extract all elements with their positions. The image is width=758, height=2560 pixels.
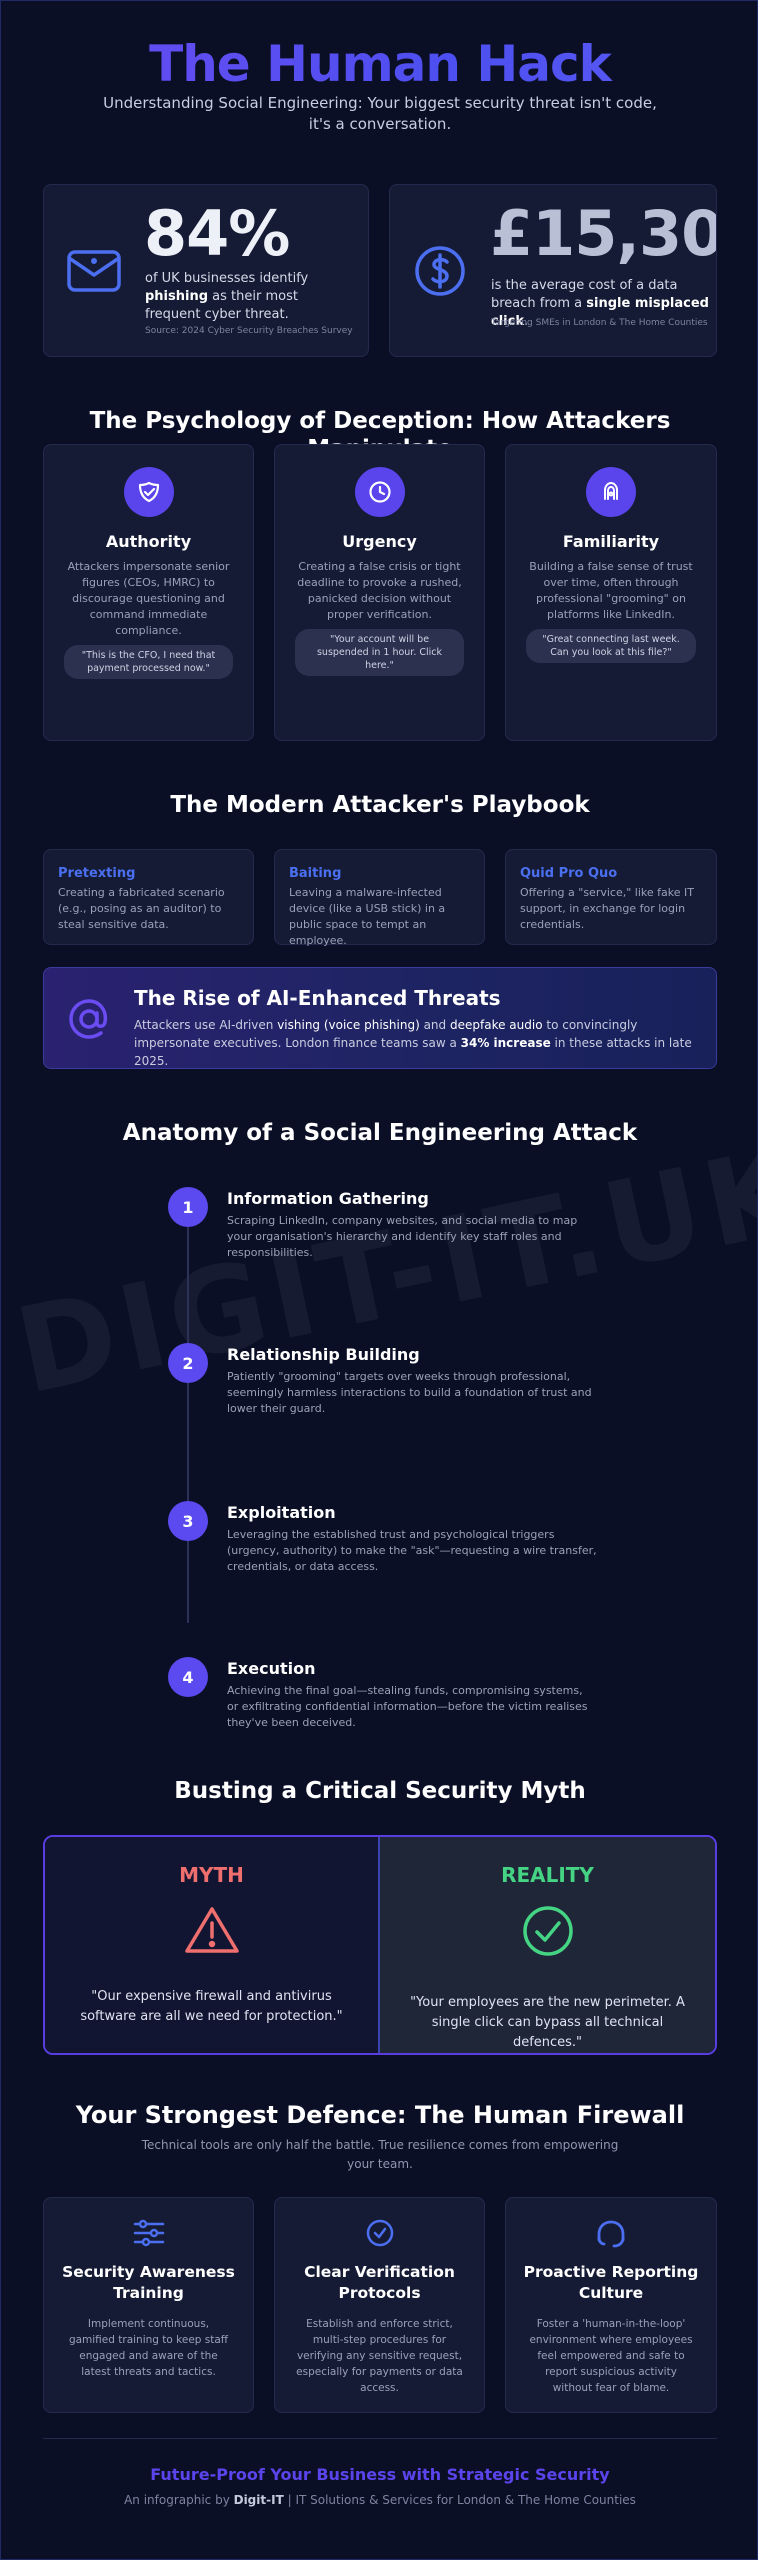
psychology-card-quote: "Your account will be suspended in 1 hou… <box>295 629 464 676</box>
headset-icon <box>594 2218 628 2254</box>
stat-card-breach-cost: £15,300 is the average cost of a data br… <box>389 184 717 357</box>
defence-card-desc: Establish and enforce strict, multi-step… <box>296 2318 463 2394</box>
check-circle-icon <box>522 1905 574 1961</box>
shield-check-icon <box>124 467 174 517</box>
footer-note: An infographic by Digit-IT | IT Solution… <box>124 2493 636 2507</box>
playbook-card-title: Pretexting <box>58 866 136 881</box>
myth-reality-panel: MYTH "Our expensive firewall and antivir… <box>43 1835 717 2055</box>
defence-card-title: Security Awareness Training <box>62 2263 235 2302</box>
sliders-icon <box>132 2218 166 2252</box>
defence-subtitle: Technical tools are only half the battle… <box>141 2138 619 2171</box>
stat-description: of UK businesses identify phishing as th… <box>145 271 309 322</box>
playbook-card-quid-pro-quo: Quid Pro Quo Offering a "service," like … <box>505 849 717 945</box>
ai-threats-title: The Rise of AI-Enhanced Threats <box>134 986 501 1010</box>
defence-section-title: Your Strongest Defence: The Human Firewa… <box>75 2101 685 2129</box>
playbook-card-desc: Offering a "service," like fake IT suppo… <box>520 886 694 931</box>
stat-card-phishing: 84% of UK businesses identify phishing a… <box>43 184 369 357</box>
at-sign-icon <box>66 996 112 1046</box>
psychology-card-familiarity: Familiarity Building a false sense of tr… <box>505 444 717 741</box>
timeline-step-number: 3 <box>168 1501 208 1541</box>
stat-source: Source: 2024 Cyber Security Breaches Sur… <box>145 326 353 336</box>
playbook-card-title: Baiting <box>289 866 342 881</box>
reality-label: REALITY <box>501 1863 594 1887</box>
reality-panel: REALITY "Your employees are the new peri… <box>380 1837 715 2053</box>
timeline-step-number: 4 <box>168 1657 208 1697</box>
timeline-step-title: Relationship Building <box>227 1345 420 1364</box>
playbook-card-pretexting: Pretexting Creating a fabricated scenari… <box>43 849 254 945</box>
defence-card-desc: Foster a 'human-in-the-loop' environment… <box>529 2318 693 2394</box>
psychology-card-desc: Attackers impersonate senior figures (CE… <box>67 560 230 637</box>
timeline-step-title: Execution <box>227 1659 316 1678</box>
stat-description: is the average cost of a data breach fro… <box>491 278 709 329</box>
psychology-card-title: Authority <box>105 532 192 551</box>
timeline-step-title: Information Gathering <box>227 1189 429 1208</box>
defence-card-title: Clear Verification Protocols <box>304 2263 455 2302</box>
ai-threats-card: The Rise of AI-Enhanced Threats Attacker… <box>43 967 717 1069</box>
psychology-card-desc: Creating a false crisis or tight deadlin… <box>297 560 462 621</box>
timeline-step-title: Exploitation <box>227 1503 336 1522</box>
envelope-alert-icon <box>66 249 122 297</box>
check-circle-icon <box>365 2218 395 2252</box>
playbook-card-baiting: Baiting Leaving a malware-infected devic… <box>274 849 485 947</box>
footer-divider <box>43 2438 717 2439</box>
page-subtitle: Understanding Social Engineering: Your b… <box>103 94 657 133</box>
myth-panel: MYTH "Our expensive firewall and antivir… <box>45 1837 380 2053</box>
myth-text: "Our expensive firewall and antivirus so… <box>80 1989 343 2024</box>
clock-icon <box>355 467 405 517</box>
playbook-card-desc: Leaving a malware-infected device (like … <box>289 886 446 947</box>
footer-cta: Future-Proof Your Business with Strategi… <box>150 2465 610 2484</box>
defence-card-title: Proactive Reporting Culture <box>523 2263 699 2302</box>
dollar-circle-icon <box>414 245 466 301</box>
psychology-card-quote: "This is the CFO, I need that payment pr… <box>64 645 233 679</box>
psychology-card-authority: Authority Attackers impersonate senior f… <box>43 444 254 741</box>
myth-label: MYTH <box>179 1863 244 1887</box>
psychology-card-title: Urgency <box>342 532 417 551</box>
anatomy-section-title: Anatomy of a Social Engineering Attack <box>122 1120 638 1146</box>
warning-triangle-icon <box>184 1905 240 1959</box>
stat-value: 84% <box>144 197 290 270</box>
psychology-card-title: Familiarity <box>562 532 660 551</box>
reality-text: "Your employees are the new perimeter. A… <box>410 1995 685 2050</box>
playbook-card-title: Quid Pro Quo <box>520 866 618 881</box>
psychology-card-urgency: Urgency Creating a false crisis or tight… <box>274 444 485 741</box>
myth-section-title: Busting a Critical Security Myth <box>174 1778 586 1804</box>
stat-source: Targeting SMEs in London & The Home Coun… <box>491 318 708 328</box>
psychology-card-quote: "Great connecting last week. Can you loo… <box>526 629 696 663</box>
psychology-card-desc: Building a false sense of trust over tim… <box>529 560 693 621</box>
timeline-step-desc: Leveraging the established trust and psy… <box>227 1528 597 1573</box>
fingerprint-icon <box>586 467 636 517</box>
ai-threats-desc: Attackers use AI-driven vishing (voice p… <box>134 1018 692 1068</box>
defence-card-desc: Implement continuous, gamified training … <box>68 2318 229 2378</box>
playbook-section-title: The Modern Attacker's Playbook <box>170 792 590 818</box>
defence-card-reporting: Proactive Reporting Culture Foster a 'hu… <box>505 2197 717 2413</box>
playbook-card-desc: Creating a fabricated scenario (e.g., po… <box>58 886 225 931</box>
timeline-step-number: 2 <box>168 1343 208 1383</box>
page-title: The Human Hack <box>1 35 757 93</box>
stat-value: £15,300 <box>490 197 716 270</box>
timeline-step-number: 1 <box>168 1187 208 1227</box>
timeline-step-desc: Scraping LinkedIn, company websites, and… <box>227 1214 578 1259</box>
defence-card-verification: Clear Verification Protocols Establish a… <box>274 2197 485 2413</box>
defence-card-training: Security Awareness Training Implement co… <box>43 2197 254 2413</box>
timeline-step-desc: Patiently "grooming" targets over weeks … <box>227 1370 592 1415</box>
timeline-step-desc: Achieving the final goal—stealing funds,… <box>227 1684 588 1729</box>
